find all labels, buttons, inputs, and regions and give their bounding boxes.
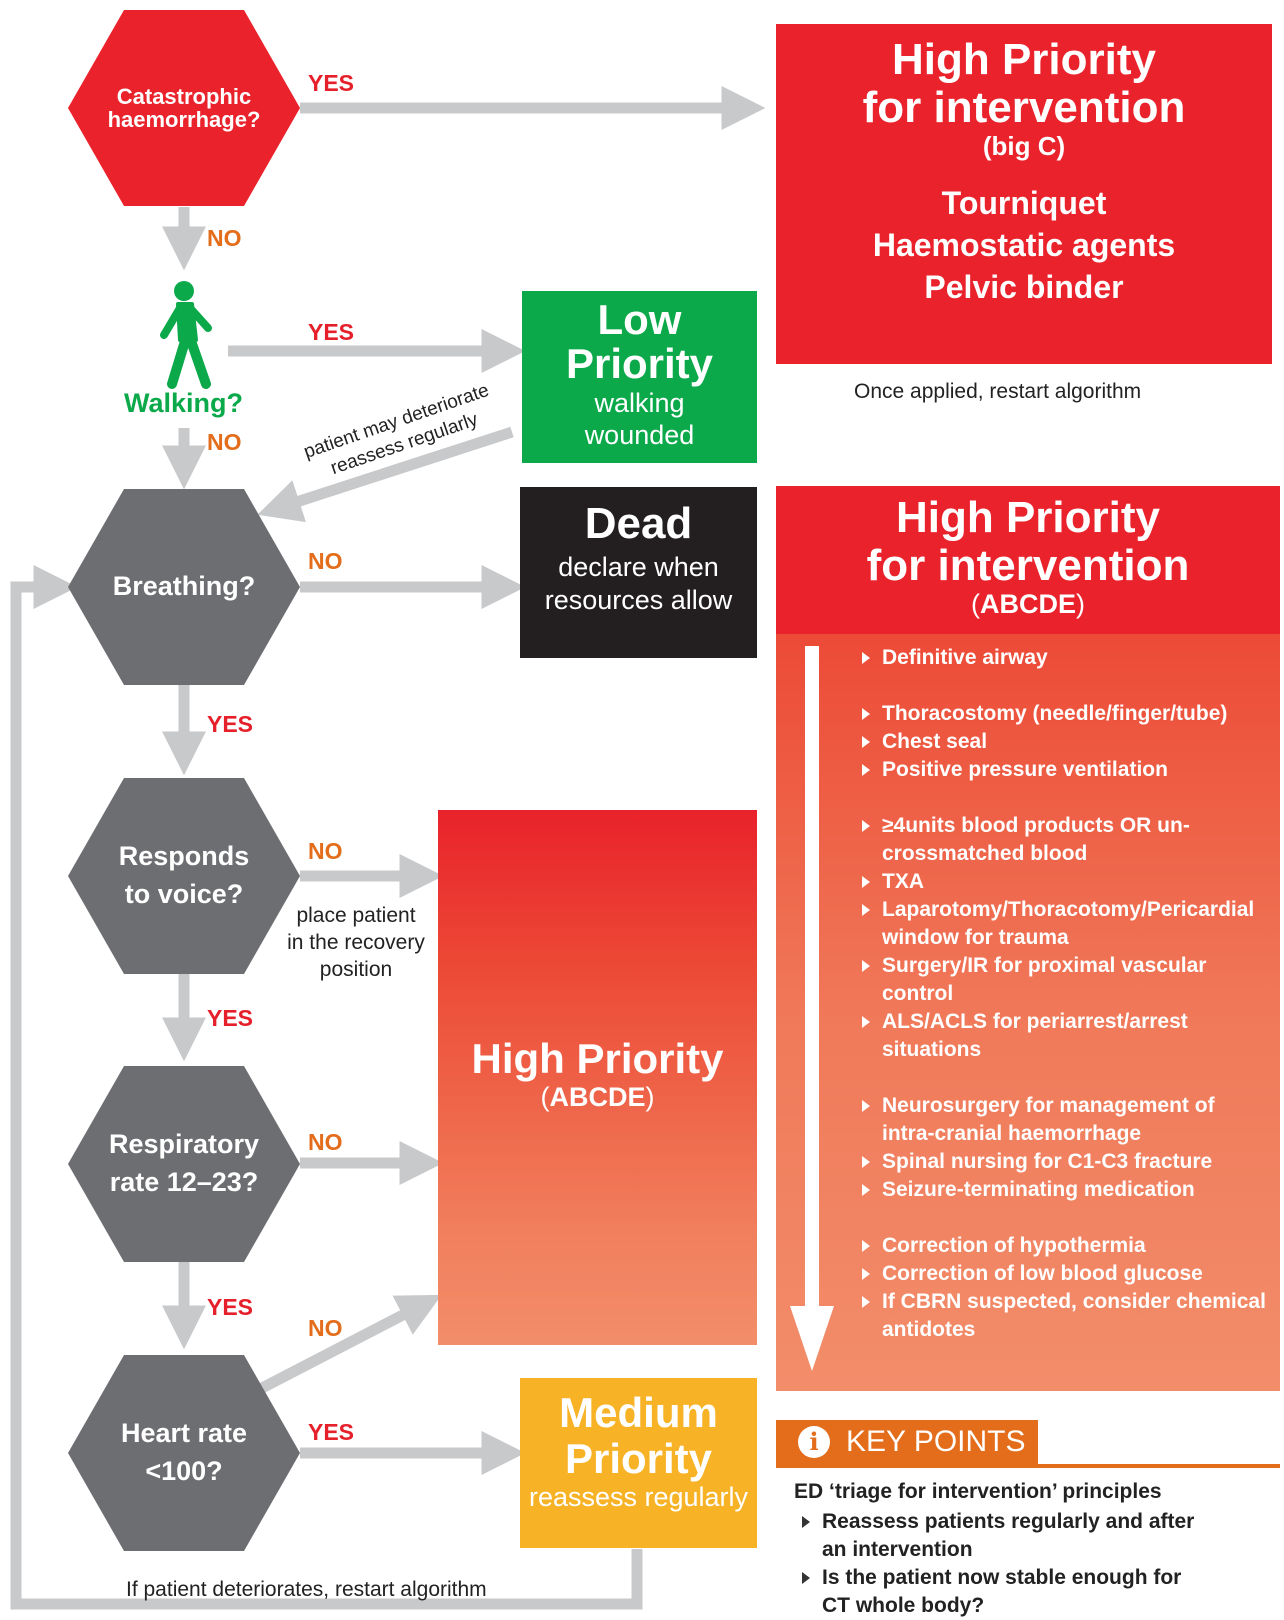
- low-sub-2: wounded: [584, 420, 695, 450]
- grey-hexagon-shape: [68, 489, 300, 685]
- big-c-title-2: for intervention: [862, 82, 1186, 132]
- abcde-header: High Priority for intervention (ABCDE): [776, 486, 1280, 634]
- yes-label-breathing: YES: [207, 711, 254, 737]
- abcde-item: Definitive airway: [856, 644, 1272, 672]
- medium-title-2: Priority: [564, 1435, 713, 1482]
- big-c-item: Haemostatic agents: [872, 227, 1176, 264]
- big-c-sub: (big C): [982, 131, 1066, 162]
- abcde-item: ALS/ACLS for periarrest/arrest situation…: [856, 1008, 1272, 1064]
- grey-hexagon-shape: [68, 1066, 300, 1262]
- abcde-item: Correction of hypothermia: [856, 1232, 1272, 1260]
- responds-to-voice-text: Responds to voice?: [118, 841, 250, 909]
- big-c-item: Tourniquet: [941, 185, 1107, 222]
- recovery-position-note: place patient in the recovery position: [287, 904, 425, 981]
- abcde-title-1: High Priority: [895, 493, 1161, 542]
- info-icon: i: [798, 1426, 830, 1458]
- restart-bottom-note: If patient deteriorates, restart algorit…: [126, 1578, 487, 1601]
- key-points-subtitle: ED ‘triage for intervention’ principles: [794, 1480, 1162, 1503]
- key-points-header: i KEY POINTS: [776, 1420, 1038, 1464]
- abcde-item: Seizure-terminating medication: [856, 1176, 1272, 1204]
- big-c-item: Pelvic binder: [924, 269, 1124, 306]
- abcde-item: Correction of low blood glucose: [856, 1260, 1272, 1288]
- abcde-item: Laparotomy/Thoracotomy/Pericardial windo…: [856, 896, 1272, 952]
- no-label-catastrophic: NO: [207, 225, 242, 251]
- no-label-breathing: NO: [308, 548, 343, 574]
- abcde-list: Definitive airway Thoracostomy (needle/f…: [856, 644, 1272, 1344]
- catastrophic-haemorrhage-text: Catastrophic haemorrhage?: [107, 83, 261, 132]
- high-priority-big-c-box: High Priority for intervention (big C) T…: [776, 24, 1272, 364]
- medium-sub: reassess regularly: [528, 1482, 749, 1512]
- abcde-title-2: for intervention: [866, 540, 1190, 590]
- no-label-walking: NO: [207, 429, 242, 455]
- yes-label-respiratory: YES: [207, 1294, 254, 1320]
- yes-label-responds: YES: [207, 1005, 254, 1031]
- abcde-item: Neurosurgery for management of intra-cra…: [856, 1092, 1272, 1148]
- arrow-low-deteriorate: [257, 426, 514, 523]
- abcde-list-wrap: Definitive airway Thoracostomy (needle/f…: [856, 644, 1272, 1344]
- walking-label: Walking?: [124, 388, 243, 418]
- down-arrow-icon: [790, 646, 834, 1371]
- high-center-title: High Priority: [471, 1035, 724, 1082]
- dead-box: Dead declare when resources allow: [520, 487, 757, 658]
- responds-to-voice-decision: Responds to voice?: [68, 778, 300, 974]
- medium-title-1: Medium: [559, 1389, 718, 1436]
- dead-sub-2: resources allow: [544, 585, 733, 615]
- dead-title: Dead: [584, 499, 693, 548]
- dead-sub-1: declare when: [558, 552, 719, 582]
- low-title-1: Low: [597, 296, 682, 343]
- low-priority-box: Low Priority walking wounded: [522, 291, 757, 463]
- key-points-list: Reassess patients regularly and after an…: [794, 1508, 1214, 1620]
- yes-label-walking: YES: [308, 319, 355, 345]
- no-label-heart: NO: [308, 1315, 343, 1341]
- arrow-heart-no: [259, 1294, 442, 1393]
- abcde-item: ≥4units blood products OR un-crossmatche…: [856, 812, 1272, 868]
- grey-hexagon-shape: [68, 1355, 300, 1551]
- high-center-sub-wrap: (ABCDE): [540, 1082, 655, 1112]
- abcde-item: TXA: [856, 868, 1272, 896]
- abcde-item: Surgery/IR for proximal vascular control: [856, 952, 1272, 1008]
- arrow-restart-loop: [10, 565, 643, 1610]
- no-label-respiratory: NO: [308, 1129, 343, 1155]
- breathing-text: Breathing?: [112, 571, 256, 602]
- low-sub-1: walking: [594, 388, 685, 418]
- high-priority-abcde-box: High Priority for intervention (ABCDE) D…: [776, 486, 1280, 1391]
- heart-rate-decision: Heart rate <100?: [68, 1355, 300, 1551]
- abcde-item: Positive pressure ventilation: [856, 756, 1272, 784]
- yes-label-catastrophic: YES: [308, 70, 355, 96]
- abcde-sub: ABCDE: [979, 589, 1076, 620]
- high-center-sub: ABCDE: [549, 1082, 646, 1112]
- abcde-item: Spinal nursing for C1-C3 fracture: [856, 1148, 1272, 1176]
- respiratory-rate-text: Respiratory rate 12–23?: [108, 1129, 260, 1197]
- key-point-item: Reassess patients regularly and after an…: [794, 1508, 1214, 1564]
- abcde-item: If CBRN suspected, consider chemical ant…: [856, 1288, 1272, 1344]
- abcde-item: Thoracostomy (needle/finger/tube): [856, 700, 1272, 728]
- restart-top-note: Once applied, restart algorithm: [854, 380, 1142, 403]
- walking-person-icon: [160, 281, 212, 389]
- abcde-item: Chest seal: [856, 728, 1272, 756]
- key-points-title: KEY POINTS: [846, 1425, 1026, 1458]
- key-points-rule: [776, 1464, 1280, 1468]
- abcde-sub-wrap: (ABCDE): [970, 589, 1085, 620]
- key-point-item: Is the patient now stable enough for CT …: [794, 1564, 1214, 1620]
- key-points-panel: i KEY POINTS ED ‘triage for intervention…: [776, 1420, 1280, 1617]
- heart-rate-text: Heart rate <100?: [120, 1418, 248, 1486]
- respiratory-rate-decision: Respiratory rate 12–23?: [68, 1066, 300, 1262]
- yes-label-heart: YES: [308, 1419, 355, 1445]
- catastrophic-haemorrhage-decision: Catastrophic haemorrhage?: [68, 10, 300, 206]
- big-c-title-1: High Priority: [891, 35, 1157, 84]
- high-priority-center-box: High Priority (ABCDE): [438, 810, 757, 1345]
- breathing-decision: Breathing?: [68, 489, 300, 685]
- medium-priority-box: Medium Priority reassess regularly: [520, 1378, 757, 1548]
- grey-hexagon-shape: [68, 778, 300, 974]
- red-hexagon-shape: [68, 10, 300, 206]
- low-title-2: Priority: [565, 340, 714, 387]
- no-label-responds: NO: [308, 838, 343, 864]
